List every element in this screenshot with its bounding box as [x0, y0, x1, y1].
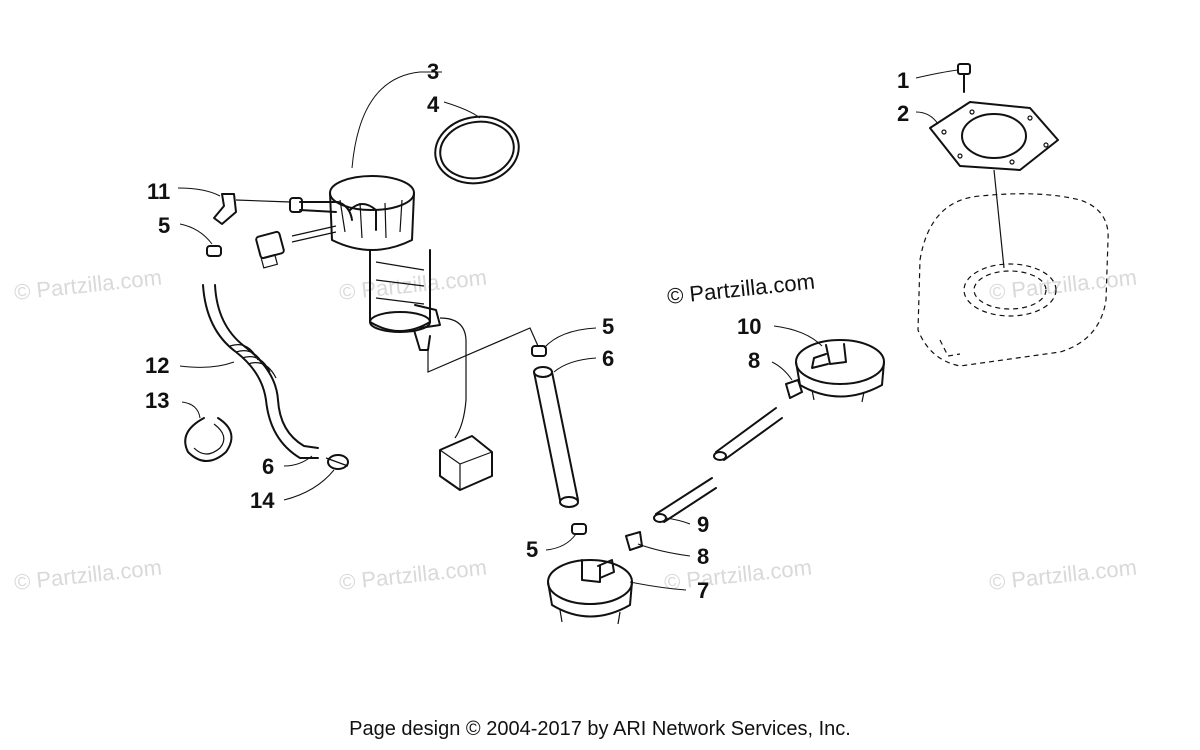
- callout-11: 11: [147, 179, 170, 204]
- fuel-hose: [533, 366, 579, 508]
- hose-fitting: [785, 379, 803, 399]
- watermark: © Partzilla.com: [13, 555, 163, 595]
- connector-line: [427, 327, 539, 373]
- watermark: © Partzilla.com: [338, 555, 488, 595]
- center-copyright: © Partzilla.com: [666, 269, 816, 309]
- elbow-fitting: [213, 193, 291, 225]
- callout-12: 12: [145, 353, 169, 378]
- callout-8: 8: [748, 348, 760, 373]
- fuel-tank-outline: [917, 169, 1109, 367]
- clamp: [531, 345, 547, 357]
- callout-3: 3: [427, 59, 439, 84]
- callout-5: 5: [158, 213, 170, 238]
- callout-labels: 3 4 11 5 1 2 12 13 6 14 5 6 10 8 9 8 7 5: [145, 59, 909, 603]
- callout-14: 14: [250, 488, 275, 513]
- callout-1: 1: [897, 68, 909, 93]
- callout-6: 6: [262, 454, 274, 479]
- watermark: © Partzilla.com: [663, 555, 813, 595]
- callout-13: 13: [145, 388, 169, 413]
- watermark: © Partzilla.com: [988, 265, 1138, 305]
- callout-5: 5: [526, 537, 538, 562]
- watermark: © Partzilla.com: [988, 555, 1138, 595]
- fuel-pickup-lower: [547, 559, 633, 625]
- retaining-ring: [184, 417, 233, 462]
- callout-10: 10: [737, 314, 761, 339]
- clamp: [206, 245, 222, 257]
- callout-2: 2: [897, 101, 909, 126]
- callout-4: 4: [427, 92, 440, 117]
- bolt: [957, 63, 971, 93]
- hose-fitting: [625, 531, 643, 551]
- hose-clip: [325, 454, 349, 470]
- o-ring: [434, 115, 520, 185]
- callout-9: 9: [697, 512, 709, 537]
- gasket-plate: [929, 101, 1059, 171]
- hose-segment: [653, 407, 783, 523]
- callout-7: 7: [697, 578, 709, 603]
- fuel-pickup-upper: [795, 339, 885, 403]
- leader-lines: [177, 69, 959, 591]
- hose-with-sleeve: [202, 284, 319, 459]
- fuel-pump-assembly: [255, 175, 493, 491]
- watermarks: © Partzilla.com © Partzilla.com © Partzi…: [13, 265, 1138, 595]
- callout-6: 6: [602, 346, 614, 371]
- clamp: [571, 523, 587, 535]
- callout-5: 5: [602, 314, 614, 339]
- footer-copyright: Page design © 2004-2017 by ARI Network S…: [349, 718, 851, 740]
- watermark: © Partzilla.com: [13, 265, 163, 305]
- callout-8: 8: [697, 544, 709, 569]
